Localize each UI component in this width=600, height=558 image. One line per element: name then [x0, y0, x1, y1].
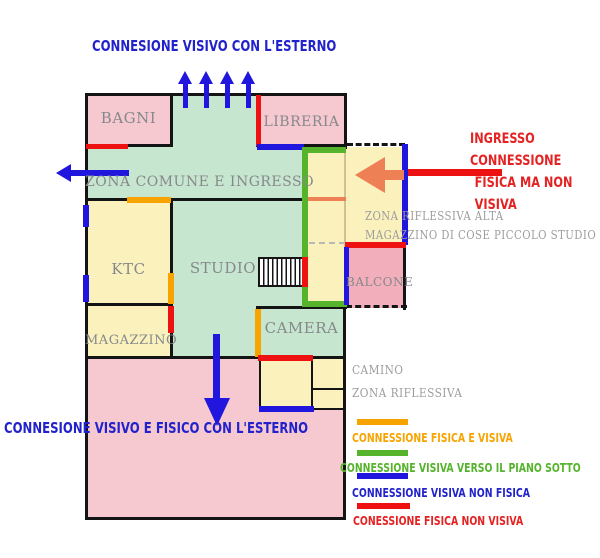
wall-camino-divider: [311, 388, 346, 390]
ingresso-arrow-shaft: [381, 170, 404, 180]
wall-left: [85, 93, 88, 520]
ingresso-arrow-icon: [355, 157, 385, 193]
room-zona-comune-label: ZONA COMUNE E INGRESSO: [85, 174, 315, 190]
conn-orange-zona-ktc: [127, 197, 171, 203]
room-libreria-fill: [258, 95, 345, 147]
legend-label-red: CONESSIONE FISICA NON VISIVA: [353, 514, 524, 528]
wall-bagni-bottom: [85, 144, 173, 147]
conn-blue-ktc-left-upper: [83, 205, 89, 227]
conn-blue-zona-riflessiva-right: [402, 144, 408, 245]
up-arrow-shaft-4: [246, 82, 251, 108]
bottom-annotation: CONNESIONE VISIVO E FISICO CON L'ESTERNO: [4, 419, 309, 437]
note-camino: CAMINO: [352, 362, 404, 377]
room-camera-fill: [258, 308, 345, 358]
legend-swatch-orange: [357, 419, 408, 425]
legend-swatch-red: [357, 503, 410, 509]
legend-label-blue: CONNESSIONE VISIVA NON FISICA: [352, 486, 531, 500]
wall-camino-left: [259, 358, 261, 410]
room-libreria-label: LIBRERIA: [263, 114, 340, 130]
conn-blue-ktc-left-lower: [83, 275, 89, 302]
room-balcone-label: BALCONE: [346, 275, 414, 289]
room-studio-label: STUDIO: [189, 259, 257, 277]
divider-dashed-gray: [309, 242, 345, 246]
ingresso-note-line1: INGRESSO: [470, 131, 535, 147]
up-arrow-shaft-3: [225, 82, 230, 108]
wall-dashed-top-right: [347, 143, 405, 149]
note-magazzino-cose: MAGAZZINO DI COSE PICCOLO STUDIO: [365, 228, 597, 242]
wall-bottom: [85, 517, 346, 520]
up-arrow-icon-4: [241, 71, 255, 84]
conn-blue-balcone-left: [344, 247, 349, 305]
up-arrow-shaft-2: [204, 82, 209, 108]
wall-ktc-bottom: [85, 303, 173, 306]
up-arrow-icon-3: [220, 71, 234, 84]
legend-swatch-green: [357, 450, 408, 456]
wall-zona-comune-bottom: [85, 198, 309, 201]
conn-green-zona-riflessiva-top: [302, 147, 346, 153]
conn-orange-ktc-right: [168, 273, 174, 304]
legend-label-orange: CONNESSIONE FISICA E VISIVA: [352, 431, 513, 445]
room-bagni-label: BAGNI: [100, 109, 157, 127]
conn-red-stairs-right: [302, 257, 308, 287]
ingresso-note-line3: FISICA MA NON: [474, 175, 573, 191]
conn-red-libreria-left: [256, 95, 261, 146]
top-annotation: CONNESIONE VISIVO CON L'ESTERNO: [92, 37, 337, 55]
wall-camera-top: [256, 306, 347, 309]
room-magazzino-fill: [85, 305, 172, 358]
conn-blue-libreria-bottom: [257, 144, 304, 150]
wall-balcone-right: [403, 243, 406, 310]
room-bagni-fill: [85, 95, 172, 147]
up-arrow-shaft-1: [183, 82, 188, 108]
conn-red-camera-bottom: [258, 355, 313, 361]
wall-dashed-balcone-bottom: [346, 305, 407, 311]
ingresso-note-line4: VISIVA: [474, 197, 517, 213]
note-zona-riflessiva: ZONA RIFLESSIVA: [352, 385, 463, 400]
up-arrow-icon-1: [178, 71, 192, 84]
ingresso-red-line: [408, 169, 502, 176]
conn-red-magazzino-right: [168, 306, 174, 333]
camino-right-top-fill: [312, 358, 345, 390]
room-camera-label: CAMERA: [264, 319, 339, 337]
left-arrow-shaft: [68, 170, 129, 176]
down-arrow-icon: [204, 398, 230, 426]
wall-right-upper: [344, 93, 347, 149]
note-zona-riflessiva-alta: ZONA RIFLESSIVA ALTA: [365, 209, 504, 223]
conn-green-zona-riflessiva-bottom: [302, 301, 347, 307]
legend-swatch-blue: [357, 473, 408, 479]
room-magazzino-label: MAGAZZINO: [85, 333, 178, 348]
conn-green-zona-riflessiva-left: [302, 147, 308, 307]
room-balcone-fill: [346, 245, 405, 308]
camino-right-bottom-fill: [312, 390, 345, 410]
down-arrow-shaft: [213, 334, 220, 402]
legend-label-green: CONNESSIONE VISIVA VERSO IL PIANO SOTTO: [340, 461, 581, 475]
divider-olive: [344, 152, 346, 302]
wall-top: [85, 93, 347, 96]
ingresso-note: INGRESSO CONNESSIONE FISICA MA NON VISIV…: [470, 128, 600, 216]
wall-camino-mid: [311, 358, 313, 410]
camino-left-fill: [260, 358, 312, 410]
ingresso-note-line2: CONNESSIONE: [470, 153, 562, 169]
wall-right-lower: [343, 306, 346, 520]
conn-orange-camera-left: [255, 309, 261, 357]
conn-red-balcone-top: [345, 242, 406, 248]
wall-bagni-right: [170, 95, 173, 147]
conn-salmon-line: [308, 197, 346, 201]
room-ktc-fill: [85, 200, 172, 305]
conn-red-bagni-bottom: [86, 144, 128, 149]
left-arrow-icon: [56, 164, 71, 182]
room-ktc-label: KTC: [111, 260, 146, 278]
up-arrow-icon-2: [199, 71, 213, 84]
conn-blue-camino-bottom: [259, 406, 314, 412]
